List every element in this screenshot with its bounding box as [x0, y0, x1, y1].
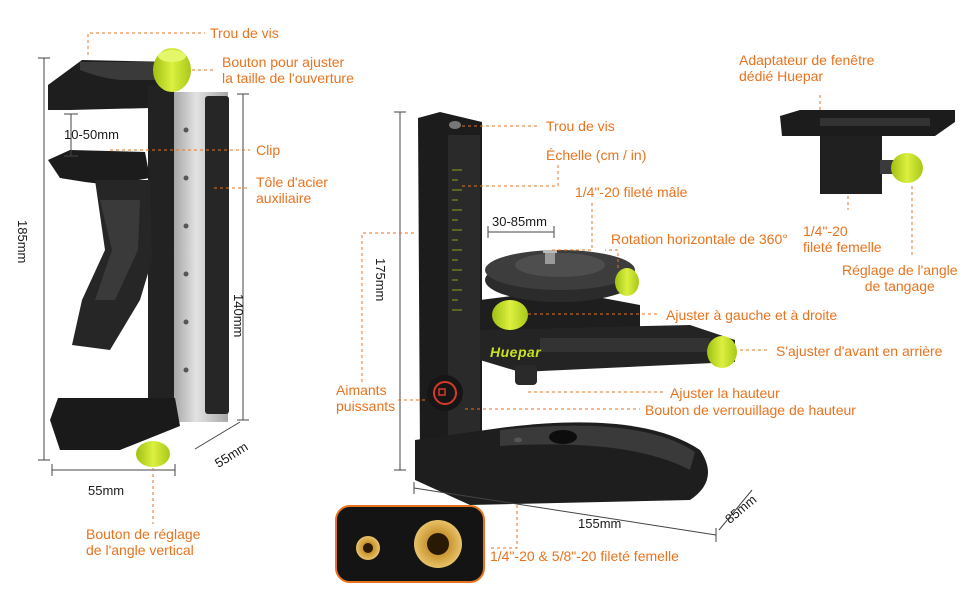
label-opening-knob: Bouton pour ajuster la taille de l'ouver…	[222, 54, 354, 86]
dim-base-length: 155mm	[578, 516, 622, 531]
thread-inset	[335, 505, 485, 583]
dim-total-height-center: 175mm	[373, 258, 388, 302]
front-back-knob	[707, 336, 737, 368]
label-vertical-angle-knob: Bouton de réglage de l'angle vertical	[86, 526, 201, 558]
label-screw-hole-left: Trou de vis	[210, 25, 279, 41]
label-left-right: Ajuster à gauche et à droite	[666, 307, 838, 323]
label-pitch-angle: Réglage de l'angle de tangage	[842, 262, 958, 294]
label-front-back: S'ajuster d'avant en arrière	[776, 343, 943, 359]
label-magnets: Aimants puissants	[336, 382, 396, 414]
label-height: Ajuster la hauteur	[670, 385, 780, 401]
vertical-angle-knob	[136, 441, 170, 467]
dim-clip-opening: 10-50mm	[64, 127, 119, 142]
left-right-knob	[492, 300, 528, 330]
dim-plate-height: 140mm	[231, 294, 246, 338]
label-steel-plate: Tôle d'acier auxiliaire	[256, 174, 328, 206]
dim-clamp-range: 30-85mm	[492, 214, 547, 229]
dim-total-height-left: 185mm	[15, 220, 30, 264]
label-scale: Échelle (cm / in)	[546, 147, 647, 163]
label-window-adapter: Adaptateur de fenêtre dédié Huepar	[739, 52, 875, 84]
label-male-thread: 1/4"-20 fileté mâle	[575, 184, 688, 200]
dim-width-left: 55mm	[88, 483, 125, 498]
label-female-threads-bottom: 1/4"-20 & 5/8"-20 fileté femelle	[490, 548, 679, 564]
label-clip: Clip	[256, 142, 281, 158]
label-screw-hole-center: Trou de vis	[546, 118, 615, 134]
clip-jaw	[48, 150, 150, 185]
label-female-thread-small: 1/4"-20 fileté femelle	[803, 223, 882, 255]
brand-logo: Huepar	[490, 344, 542, 360]
bottom-jaw	[50, 398, 180, 450]
window-adapter	[780, 110, 955, 194]
label-horizontal-rotation: Rotation horizontale de 360°	[611, 231, 788, 247]
label-height-lock: Bouton de verrouillage de hauteur	[645, 402, 856, 418]
pivoting-base-bracket	[415, 112, 737, 505]
pitch-angle-knob	[891, 153, 923, 183]
rotation-knob	[615, 268, 639, 296]
clamp-mount	[48, 48, 229, 467]
